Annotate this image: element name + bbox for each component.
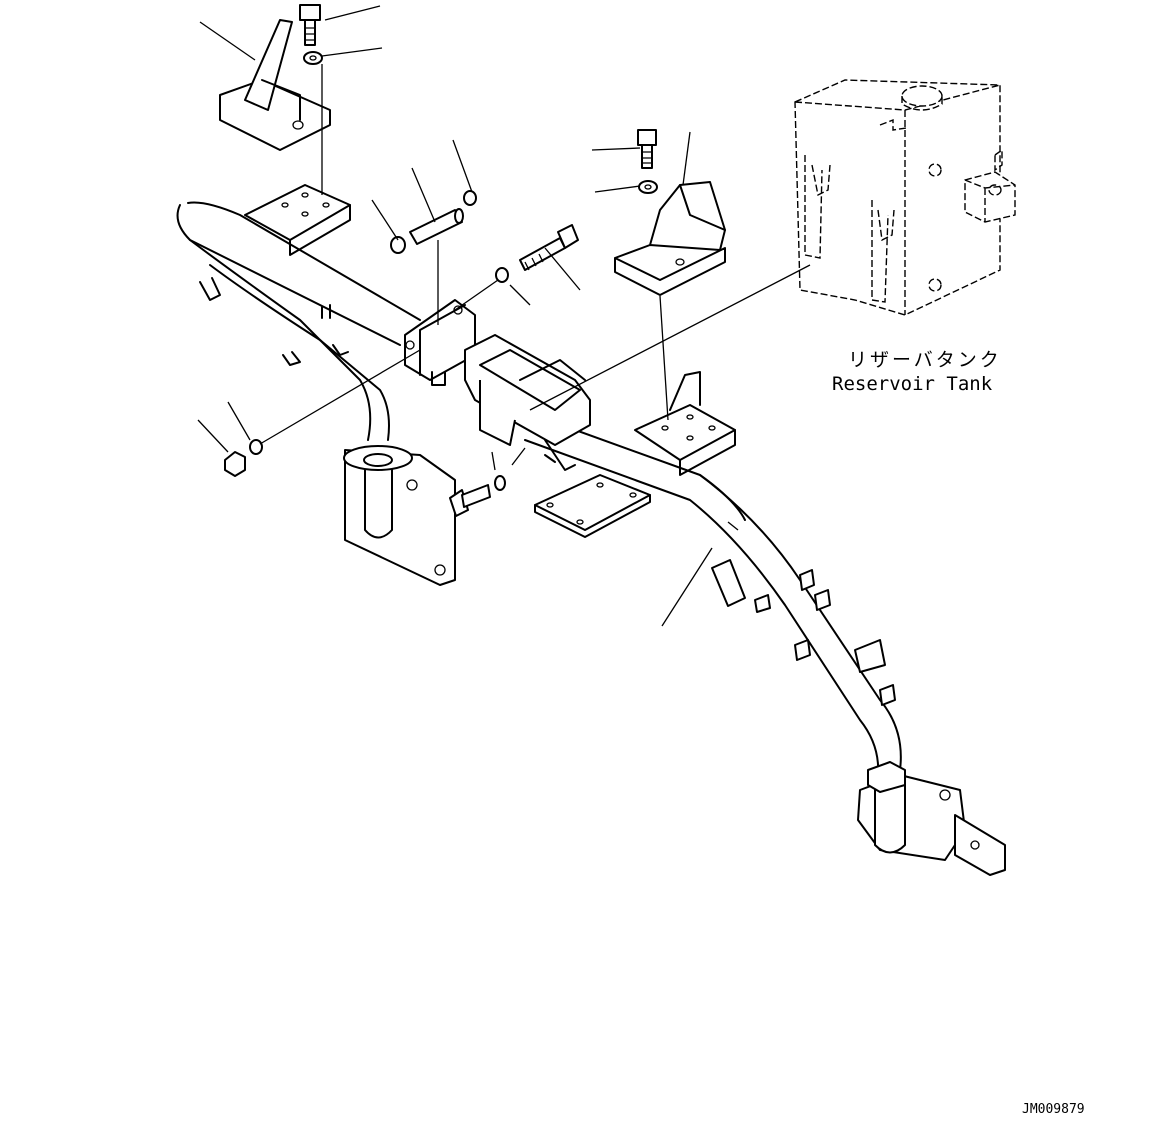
washer-top-right <box>638 180 658 194</box>
drawing-number: JM009879 <box>1022 1102 1085 1117</box>
leader-lines <box>197 5 811 627</box>
nut-washer-left <box>224 439 263 477</box>
washer-long-bolt <box>495 267 509 283</box>
right-upper-plate <box>634 371 736 476</box>
long-bolt <box>519 224 579 271</box>
frame-tube <box>176 201 902 776</box>
reservoir-tank <box>794 79 1016 316</box>
reservoir-tank-label-jp: リザーバタンク <box>848 349 1002 371</box>
left-mount <box>199 277 456 586</box>
center-bracket <box>404 299 591 471</box>
bolt-top-right <box>637 129 657 169</box>
top-left-bracket <box>219 19 331 151</box>
right-mount <box>857 761 1006 876</box>
washers-pin <box>390 190 477 254</box>
center-plate <box>534 474 651 538</box>
washer-top-left <box>303 51 323 65</box>
pin <box>409 208 464 245</box>
bolt-top-left <box>299 4 321 46</box>
reservoir-tank-label-en: Reservoir Tank <box>832 373 993 395</box>
tube-tabs <box>711 559 896 706</box>
left-upper-plate <box>244 184 351 319</box>
top-right-bracket <box>614 181 726 296</box>
bolt-center-lower <box>449 475 506 517</box>
